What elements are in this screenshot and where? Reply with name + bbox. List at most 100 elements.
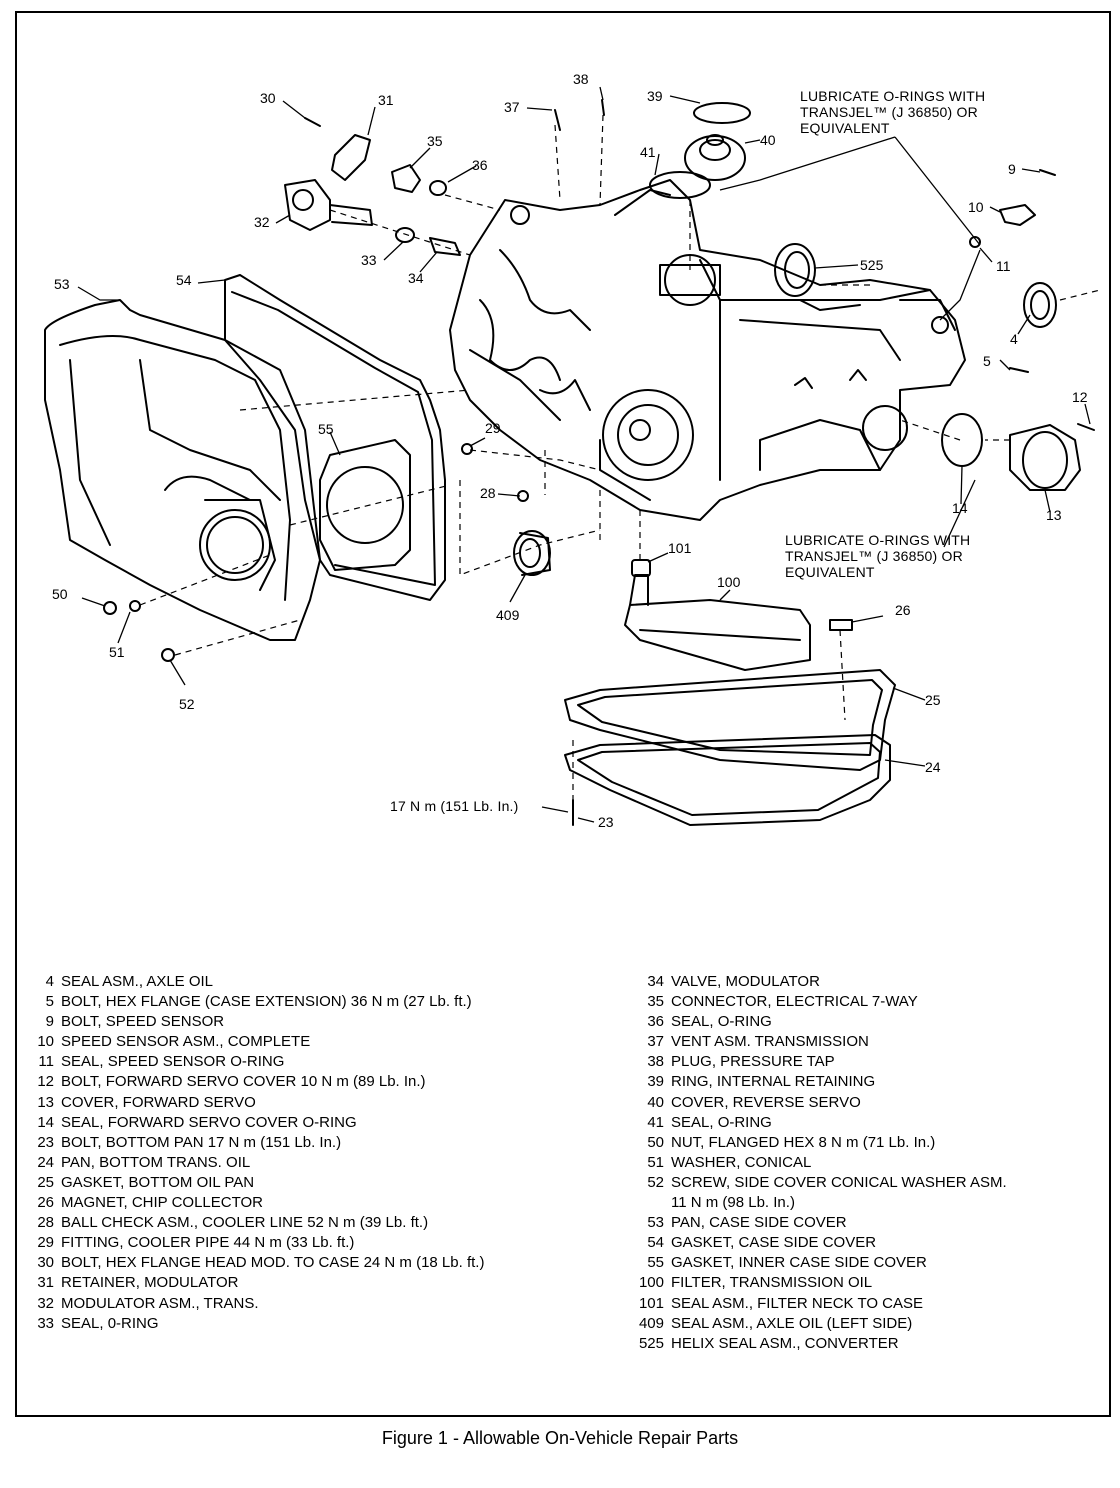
legend-part-number: 5: [45, 993, 54, 1011]
reverse-servo-cover: [684, 134, 746, 181]
helix-seal: [774, 243, 816, 297]
callout-28: 28: [480, 485, 496, 501]
electrical-connector: [391, 164, 421, 193]
legend-part-number: 35: [647, 993, 664, 1011]
legend-part-number: 409: [638, 1314, 664, 1332]
legend-part-number: 52: [647, 1173, 664, 1191]
legend-part-number: 4: [45, 973, 54, 990]
note-top-line-2: TRANSJEL™ (J 36850) OR: [800, 104, 978, 120]
lubricate-note-mid: LUBRICATE O-RINGS WITH TRANSJEL™ (J 3685…: [785, 532, 970, 580]
legend-part-description: PLUG, PRESSURE TAP: [671, 1053, 835, 1071]
callout-9: 9: [1008, 161, 1016, 177]
legend-part-description: COVER, FORWARD SERVO: [61, 1093, 256, 1111]
legend-row: 36 SEAL, O-RING: [628, 1012, 1098, 1032]
callout-38: 38: [573, 71, 589, 87]
bolt-30: [304, 117, 321, 127]
callout-11: 11: [996, 258, 1011, 274]
legend-row: 34 VALVE, MODULATOR: [628, 972, 1098, 992]
note-mid-line-3: EQUIVALENT: [785, 564, 875, 580]
forward-servo-cover: [1009, 424, 1081, 491]
legend-part-number: 38: [647, 1053, 664, 1071]
callout-10: 10: [968, 199, 984, 215]
legend-part-description: PAN, CASE SIDE COVER: [671, 1214, 847, 1232]
legend-part-description: SEAL ASM., AXLE OIL (LEFT SIDE): [671, 1314, 913, 1332]
legend-part-description: MODULATOR ASM., TRANS.: [61, 1294, 259, 1312]
axle-seal-right: [1023, 282, 1057, 328]
legend-part-number: 14: [37, 1113, 54, 1131]
legend-part-description: SEAL ASM., FILTER NECK TO CASE: [671, 1294, 924, 1312]
legend-part-number: 11: [38, 1053, 54, 1071]
legend-row: 11 SEAL, SPEED SENSOR O-RING: [32, 1052, 592, 1072]
legend-part-number: 34: [647, 973, 664, 990]
legend-part-number: 33: [37, 1314, 54, 1332]
legend-part-description: BALL CHECK ASM., COOLER LINE 52 N m (39 …: [61, 1214, 429, 1232]
callout-34: 34: [408, 270, 424, 286]
bolt-12: [1077, 423, 1095, 431]
callout-33: 33: [361, 252, 377, 268]
parts-legend-right: 34 VALVE, MODULATOR 35 CONNECTOR, ELECTRICA…: [628, 972, 1098, 1354]
bottom-oil-pan: [564, 734, 891, 826]
callout-409: 409: [496, 607, 520, 623]
legend-part-number: 54: [647, 1234, 664, 1252]
legend-part-description: SEAL, O-RING: [671, 1013, 772, 1031]
bolt-9: [1039, 169, 1056, 176]
legend-part-number: 37: [647, 1033, 664, 1051]
legend-part-number: 41: [647, 1113, 664, 1131]
legend-part-number: 32: [37, 1294, 54, 1312]
callout-40: 40: [760, 132, 776, 148]
legend-part-description: COVER, REVERSE SERVO: [671, 1093, 861, 1111]
legend-part-description: RETAINER, MODULATOR: [61, 1274, 239, 1292]
legend-part-description: BOLT, BOTTOM PAN 17 N m (151 Lb. In.): [61, 1133, 342, 1151]
lubricate-note-top: LUBRICATE O-RINGS WITH TRANSJEL™ (J 3685…: [800, 88, 985, 136]
legend-part-description: SEAL, 0-RING: [61, 1314, 159, 1332]
legend-row: 5 BOLT, HEX FLANGE (CASE EXTENSION) 36 N …: [32, 992, 592, 1012]
legend-part-description: BOLT, HEX FLANGE (CASE EXTENSION) 36 N m…: [61, 993, 472, 1011]
callout-13: 13: [1046, 507, 1062, 523]
legend-part-description: SEAL, SPEED SENSOR O-RING: [61, 1053, 285, 1071]
callout-14: 14: [952, 500, 968, 516]
legend-part-number: 28: [37, 1214, 54, 1232]
callout-39: 39: [647, 88, 663, 104]
note-top-line-3: EQUIVALENT: [800, 120, 890, 136]
internal-retaining-ring: [693, 102, 751, 124]
case-side-cover-gasket: [224, 274, 446, 601]
note-mid-line-2: TRANSJEL™ (J 36850) OR: [785, 548, 963, 564]
legend-part-description: SEAL, FORWARD SERVO COVER O-RING: [61, 1113, 357, 1131]
legend-part-description: CONNECTOR, ELECTRICAL 7-WAY: [671, 993, 918, 1011]
modulator-valve: [429, 237, 461, 256]
o-ring-seal-41: [649, 171, 711, 199]
callout-25: 25: [925, 692, 941, 708]
legend-part-number: 26: [37, 1194, 54, 1212]
legend-part-number: 100: [638, 1274, 664, 1292]
callout-29: 29: [485, 420, 501, 436]
legend-row: 28 BALL CHECK ASM., COOLER LINE 52 N m (3…: [32, 1213, 592, 1233]
nut-50: [103, 601, 117, 615]
legend-part-number: 36: [647, 1013, 664, 1031]
legend-row: 38 PLUG, PRESSURE TAP: [628, 1052, 1098, 1072]
callout-55: 55: [318, 421, 334, 437]
legend-part-description: VENT ASM. TRANSMISSION: [671, 1033, 869, 1051]
legend-row: 33 SEAL, 0-RING: [32, 1314, 592, 1334]
callout-50: 50: [52, 586, 68, 602]
callout-30: 30: [260, 90, 276, 106]
legend-part-description: VALVE, MODULATOR: [671, 973, 820, 990]
